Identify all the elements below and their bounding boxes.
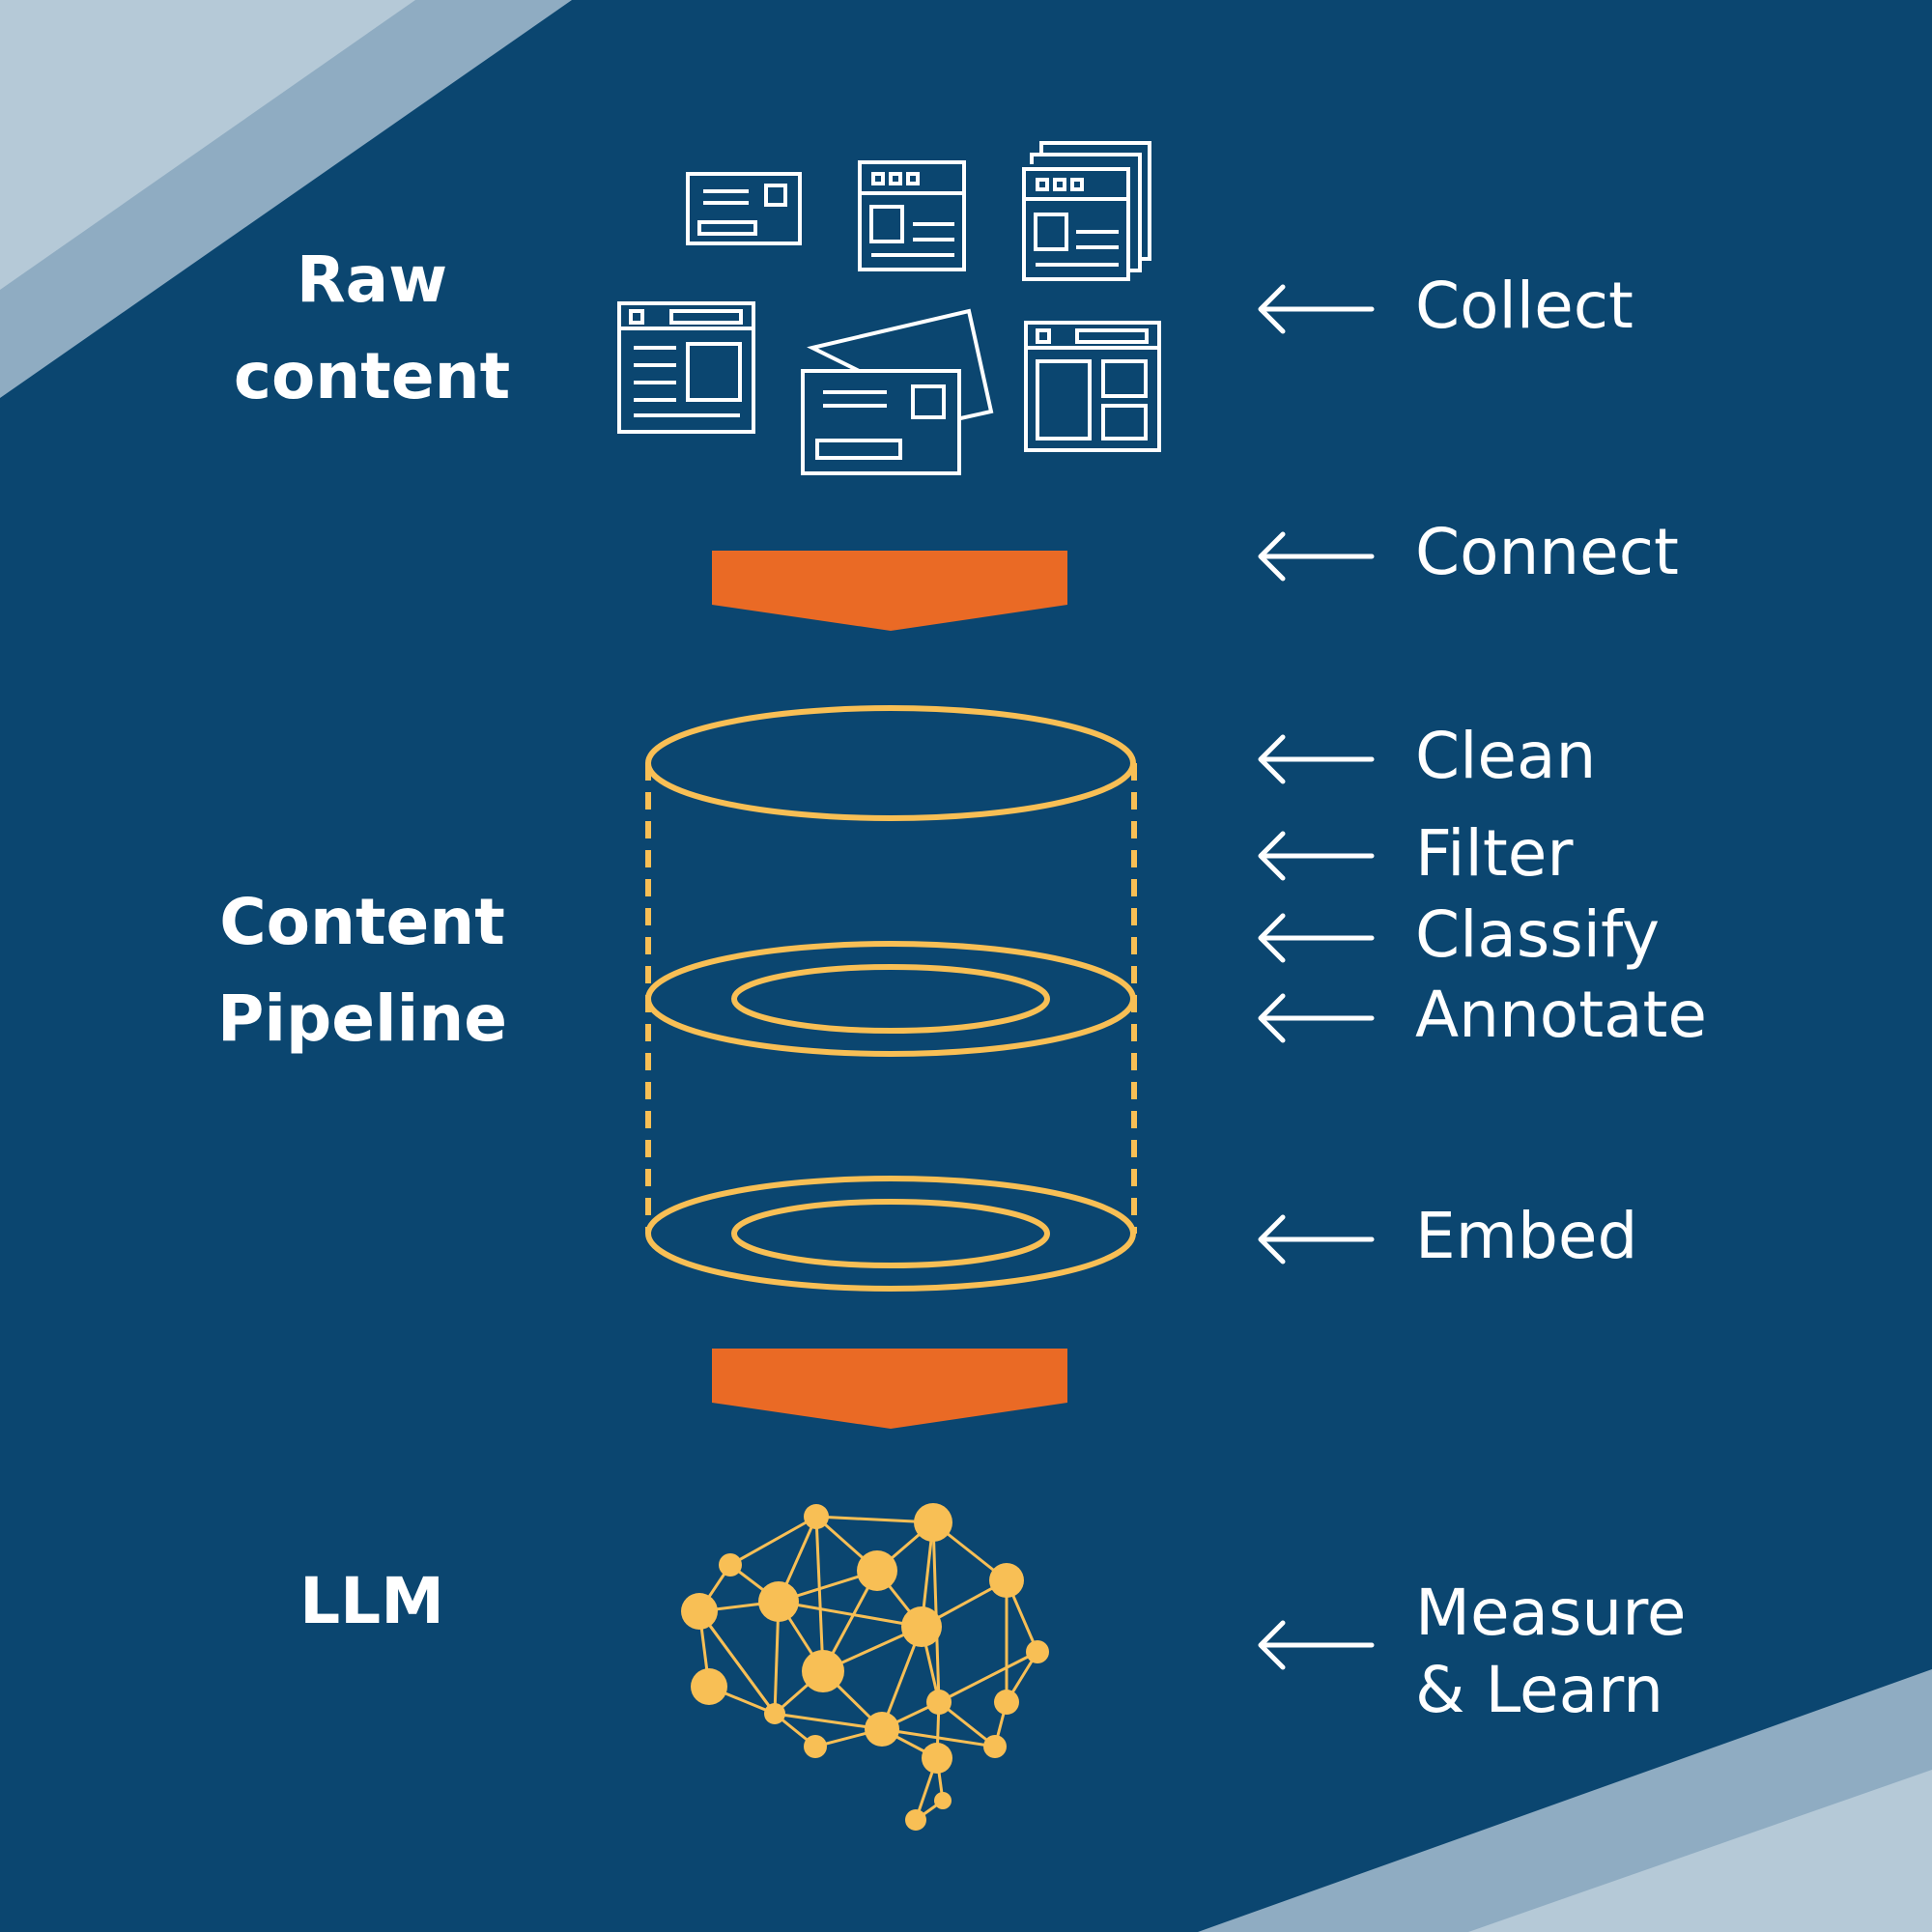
stacked-windows-icon <box>1022 141 1151 281</box>
network-node <box>1026 1640 1049 1663</box>
network-node <box>934 1792 952 1809</box>
network-edge <box>814 1516 825 1672</box>
article-window-icon <box>617 301 755 434</box>
content-pipeline-label: Content Pipeline <box>193 874 531 1067</box>
network-node <box>804 1504 829 1529</box>
network-node <box>764 1703 785 1724</box>
network-node <box>758 1581 799 1622</box>
llm-label: LLM <box>193 1553 551 1650</box>
raw-content-line1: Raw <box>296 242 448 317</box>
network-edge <box>938 1650 1038 1704</box>
content-pipeline-line2: Pipeline <box>217 981 507 1056</box>
network-node <box>922 1743 952 1774</box>
network-node <box>926 1690 952 1715</box>
arrow-left-icon <box>1258 831 1375 881</box>
database-cylinder-icon <box>645 705 1137 1292</box>
raw-content-line2: content <box>233 339 511 413</box>
step-collect: Collect <box>1415 269 1634 343</box>
arrow-left-icon <box>1258 913 1375 963</box>
arrow-left-icon <box>1258 734 1375 784</box>
network-node <box>865 1712 899 1747</box>
cards-document-icon <box>801 308 994 475</box>
network-node <box>802 1650 844 1692</box>
network-node <box>983 1735 1007 1758</box>
step-embed: Embed <box>1415 1199 1638 1273</box>
step-annotate: Annotate <box>1415 978 1707 1052</box>
document-icons <box>617 141 1161 475</box>
chevron-down-icon <box>712 1349 1067 1429</box>
network-node <box>905 1809 926 1831</box>
step-clean: Clean <box>1415 719 1597 793</box>
raw-content-label: Raw content <box>193 232 551 425</box>
top-left-corner-decoration <box>0 0 572 398</box>
network-node <box>719 1553 742 1577</box>
llm-line1: LLM <box>299 1564 444 1638</box>
network-node <box>804 1735 827 1758</box>
step-filter: Filter <box>1415 816 1574 891</box>
network-edge <box>729 1515 817 1567</box>
network-edge <box>697 1610 777 1715</box>
step-connect: Connect <box>1415 515 1679 589</box>
arrow-left-icon <box>1258 993 1375 1043</box>
arrow-left-icon <box>1258 531 1375 582</box>
network-node <box>994 1690 1019 1715</box>
network-edge <box>815 1515 934 1524</box>
content-pipeline-line1: Content <box>219 885 505 959</box>
neural-network-brain-icon <box>681 1503 1049 1831</box>
browser-window-icon <box>858 160 966 271</box>
chevron-down-icon <box>712 551 1067 631</box>
network-edge <box>778 1600 923 1629</box>
bottom-right-corner-decoration <box>1198 1669 1932 1932</box>
arrow-left-icon <box>1258 1214 1375 1264</box>
step-measure-line1: Measure <box>1415 1576 1687 1650</box>
network-node <box>989 1563 1024 1598</box>
arrow-left-icon <box>1258 1620 1375 1670</box>
network-node <box>681 1593 718 1630</box>
arrow-left-icon <box>1258 284 1375 334</box>
network-node <box>691 1668 727 1705</box>
step-classify: Classify <box>1415 897 1661 972</box>
step-measure-line2: & Learn <box>1415 1653 1663 1727</box>
network-edge <box>774 1712 883 1731</box>
dashboard-window-icon <box>1024 321 1161 452</box>
network-node <box>914 1503 952 1542</box>
card-document-icon <box>686 172 802 245</box>
network-node <box>901 1606 942 1647</box>
network-node <box>857 1550 897 1591</box>
step-measure-learn: Measure & Learn <box>1415 1575 1687 1729</box>
network-edge <box>931 1521 941 1703</box>
